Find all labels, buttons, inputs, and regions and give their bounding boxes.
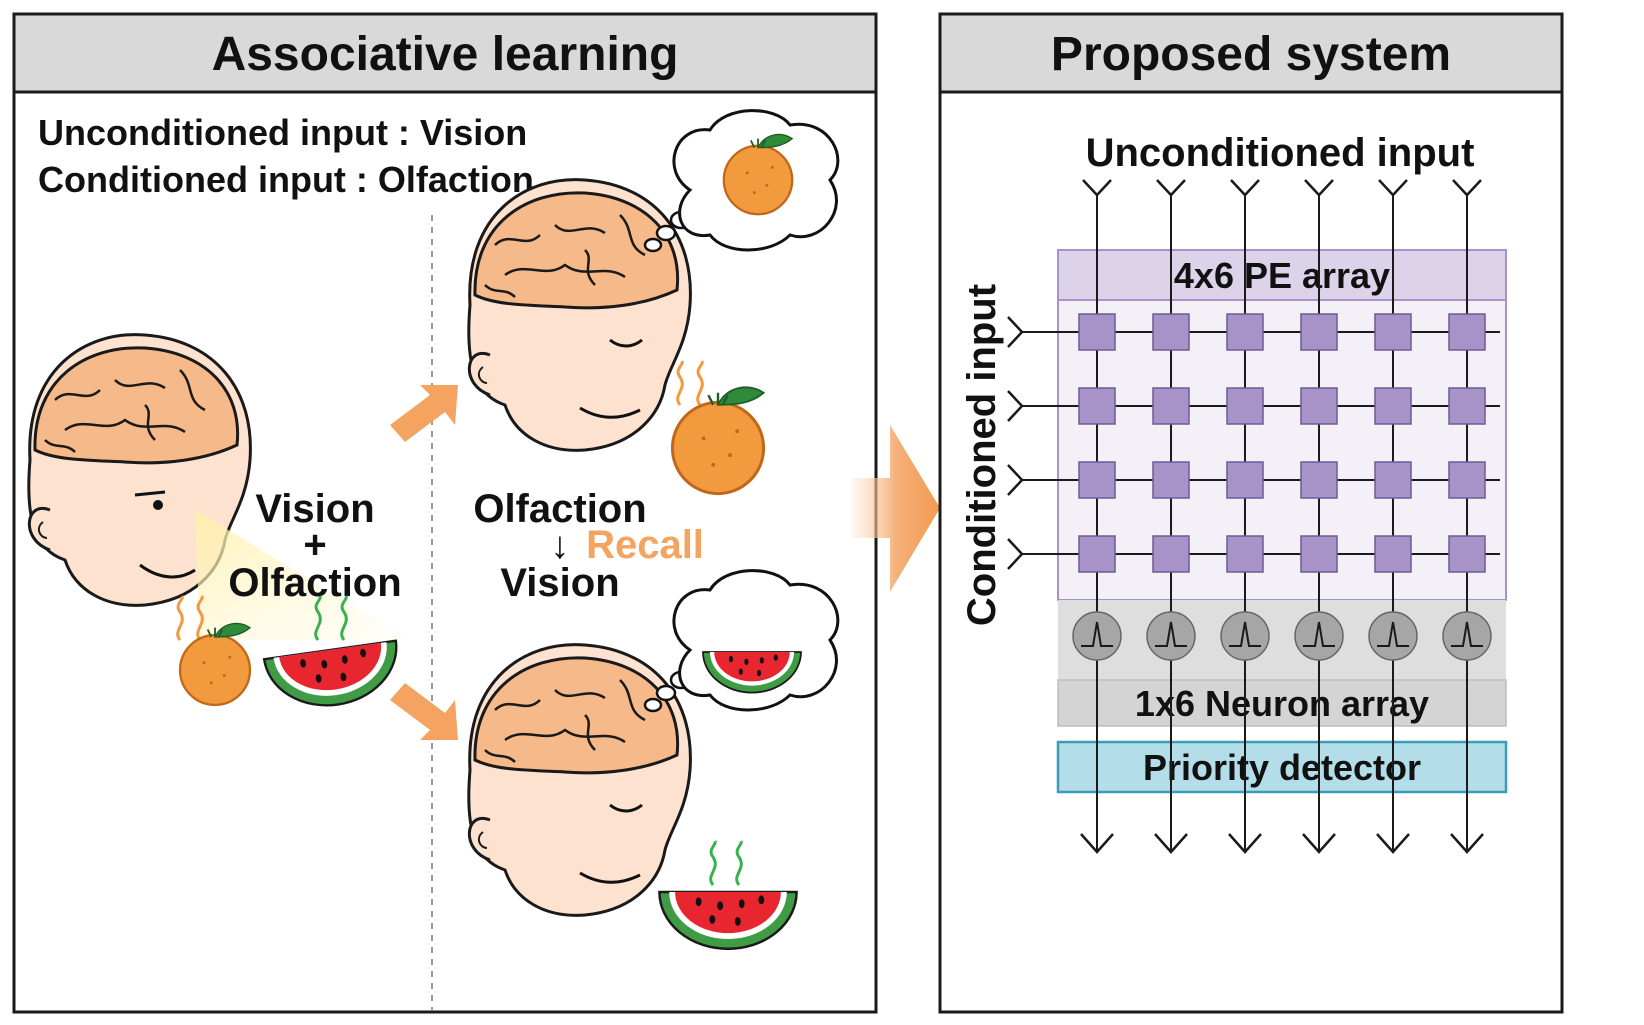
unconditioned-input-terminal-icon: [1230, 179, 1260, 197]
conditioned-input-description: Conditioned input : Olfaction: [38, 159, 534, 200]
priority-detector-label: Priority detector: [1143, 747, 1421, 788]
pe-cell: [1078, 387, 1116, 425]
left-panel-header: [12, 12, 878, 94]
neuron-icon: [1368, 611, 1418, 661]
recall-word: Recall: [586, 523, 704, 567]
output-arrow-icon: [1450, 833, 1484, 854]
pe-cell: [1374, 461, 1412, 499]
output-arrow-icon: [1154, 833, 1188, 854]
spike-icon: [1081, 621, 1113, 647]
unconditioned-input-terminal-icon: [1304, 179, 1334, 197]
neuron-icon: [1442, 611, 1492, 661]
thought-bubble-top-icon: [643, 109, 840, 253]
pe-cell: [1300, 535, 1338, 573]
unconditioned-input-description: Unconditioned input : Vision: [38, 112, 527, 153]
big-transition-arrow-icon: [852, 425, 940, 592]
spike-icon: [1451, 621, 1483, 647]
pe-cell: [1300, 461, 1338, 499]
pe-cell: [1374, 313, 1412, 351]
arrow-up-right-icon: [390, 385, 458, 442]
neuron-array-label: 1x6 Neuron array: [1135, 683, 1429, 724]
pe-cell: [1152, 461, 1190, 499]
unconditioned-input-terminal-icon: [1452, 179, 1482, 197]
unconditioned-input-label: Unconditioned input: [1086, 131, 1475, 175]
spike-icon: [1155, 621, 1187, 647]
training-head-icon: [27, 333, 252, 607]
pe-cell: [1226, 461, 1264, 499]
pe-cell: [1152, 535, 1190, 573]
neuron-icon: [1146, 611, 1196, 661]
neuron-icon: [1220, 611, 1270, 661]
output-arrow-icon: [1376, 833, 1410, 854]
training-label-plus: +: [303, 523, 326, 567]
recall-arrow: ↓: [551, 525, 570, 567]
pe-array-region: [1057, 299, 1507, 601]
neuron-icon: [1294, 611, 1344, 661]
output-arrow-icon: [1228, 833, 1262, 854]
right-panel-title: Proposed system: [1051, 28, 1451, 81]
left-panel: Associative learning Unconditioned input…: [12, 12, 878, 1014]
conditioned-input-terminal-icon: [1007, 316, 1024, 348]
output-arrow-icon: [1302, 833, 1336, 854]
unconditioned-input-terminal-icon: [1378, 179, 1408, 197]
neuron-array-header: [1057, 679, 1507, 727]
conditioned-input-terminal-icon: [1007, 538, 1024, 570]
pe-array-header: [1057, 249, 1507, 301]
recall-head-top-icon: [467, 178, 692, 452]
right-panel: Proposed system Unconditioned input Cond…: [938, 12, 1564, 1014]
spike-icon: [1229, 621, 1261, 647]
priority-detector-box: [1056, 740, 1508, 794]
right-panel-header: [938, 12, 1564, 94]
pe-cell: [1374, 535, 1412, 573]
pe-cell: [1226, 313, 1264, 351]
neuron-array-region: [1058, 600, 1506, 680]
pe-array-label: 4x6 PE array: [1174, 255, 1390, 296]
pe-cell: [1078, 535, 1116, 573]
conditioned-input-terminal-icon: [1007, 390, 1024, 422]
pe-cell: [1448, 461, 1486, 499]
conditioned-input-label: Conditioned input: [960, 284, 1004, 626]
neuron-icon: [1072, 611, 1122, 661]
pe-cell: [1078, 313, 1116, 351]
spike-icon: [1377, 621, 1409, 647]
spike-icon: [1303, 621, 1335, 647]
gaze-beam: [195, 510, 410, 640]
pe-cell: [1448, 387, 1486, 425]
pe-cell: [1078, 461, 1116, 499]
pe-cell: [1448, 535, 1486, 573]
pe-cell: [1152, 387, 1190, 425]
recall-head-bottom-icon: [467, 643, 692, 917]
conditioned-input-terminal-icon: [1007, 464, 1024, 496]
pe-cell: [1152, 313, 1190, 351]
left-panel-title: Associative learning: [212, 28, 679, 81]
output-arrow-icon: [1080, 833, 1114, 854]
pe-grid: [1007, 179, 1500, 854]
pe-cell: [1448, 313, 1486, 351]
unconditioned-input-terminal-icon: [1082, 179, 1112, 197]
pe-cell: [1226, 387, 1264, 425]
training-label-vision: Vision: [255, 487, 374, 531]
thought-bubble-bottom-icon: [643, 569, 840, 713]
recall-label-olfaction: Olfaction: [473, 487, 646, 531]
unconditioned-input-terminal-icon: [1156, 179, 1186, 197]
pe-cell: [1300, 313, 1338, 351]
pe-cell: [1300, 387, 1338, 425]
recall-label-vision: Vision: [500, 561, 619, 605]
pe-cell: [1226, 535, 1264, 573]
pe-cell: [1374, 387, 1412, 425]
training-label-olfaction: Olfaction: [228, 561, 401, 605]
arrow-down-right-icon: [390, 683, 458, 740]
